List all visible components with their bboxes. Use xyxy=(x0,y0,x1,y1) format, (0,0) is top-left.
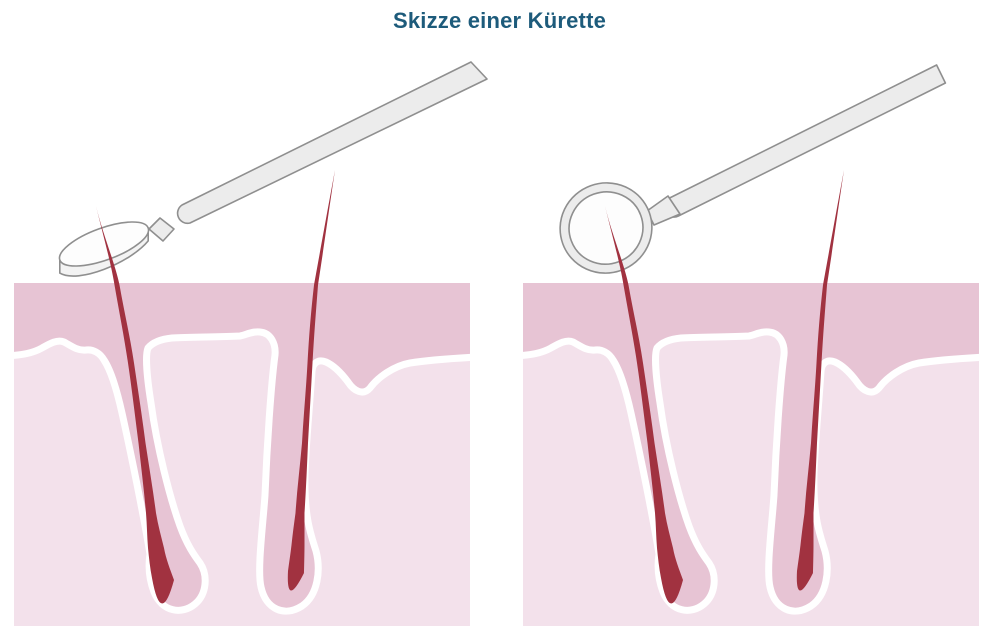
skin-cross-section-left xyxy=(6,275,478,626)
disc-curette-icon xyxy=(58,61,488,277)
page-title: Skizze einer Kürette xyxy=(392,8,607,33)
curette-neck xyxy=(646,195,681,226)
loop-curette-icon xyxy=(559,64,947,274)
curette-neck xyxy=(148,217,175,242)
curette-handle xyxy=(176,61,488,225)
curette-handle xyxy=(663,64,947,218)
panel-disc-curette xyxy=(6,61,488,626)
skin-cross-section-right xyxy=(515,275,987,626)
panel-loop-curette xyxy=(515,64,987,626)
curette-loop-inner xyxy=(568,191,644,265)
